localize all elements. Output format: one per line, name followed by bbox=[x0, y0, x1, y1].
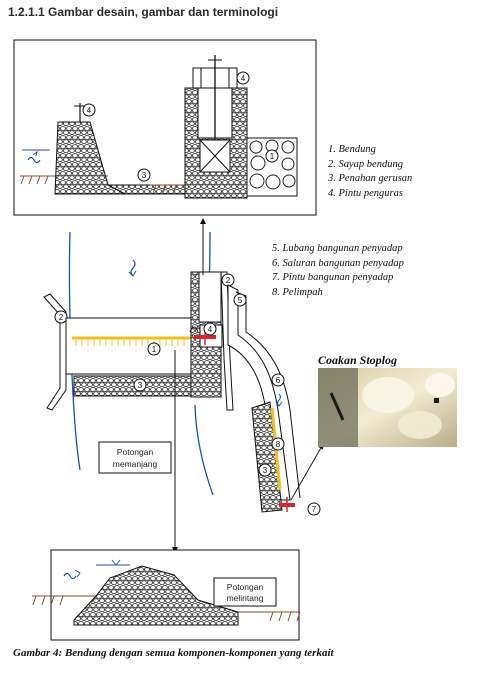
flow-direction-symbol bbox=[128, 259, 137, 277]
section-heading: 1.2.1.1 Gambar desain, gambar dan termin… bbox=[8, 5, 279, 19]
water-symbol-top bbox=[22, 149, 50, 164]
stoplog-photo bbox=[318, 368, 457, 447]
legend-components-top: 1. Bendung 2. Sayap bendung 3. Penahan g… bbox=[328, 143, 412, 201]
legend-item: 5. Lubang bangunan penyadap bbox=[272, 243, 403, 254]
legend-components-intake: 5. Lubang bangunan penyadap 6. Saluran b… bbox=[272, 242, 404, 300]
photo-title: Coakan Stoplog bbox=[318, 353, 398, 367]
marker-3-top: 3 bbox=[137, 168, 151, 182]
svg-text:2: 2 bbox=[59, 313, 64, 322]
legend-item: 4. Pintu penguras bbox=[328, 187, 403, 199]
water-symbol-cross bbox=[63, 559, 130, 580]
legend-item: 1. Bendung bbox=[328, 144, 376, 155]
svg-text:1: 1 bbox=[152, 345, 157, 354]
svg-text:Potongan: Potongan bbox=[117, 447, 154, 457]
wing-wall-right bbox=[220, 271, 234, 411]
intake-gate bbox=[279, 497, 295, 512]
weir-right-block bbox=[246, 137, 298, 197]
svg-text:7: 7 bbox=[312, 505, 317, 514]
svg-text:4: 4 bbox=[208, 325, 213, 334]
svg-text:3: 3 bbox=[142, 171, 147, 180]
svg-text:memanjang: memanjang bbox=[113, 459, 158, 469]
marker-4-plan: 4 bbox=[203, 322, 217, 336]
weir-cross-section bbox=[73, 565, 239, 626]
svg-text:Potongan: Potongan bbox=[227, 582, 264, 592]
svg-text:3: 3 bbox=[138, 381, 143, 390]
weir-crest-line bbox=[72, 336, 192, 346]
marker-1-top: 1 bbox=[265, 149, 279, 163]
legend-item: 2. Sayap bendung bbox=[328, 158, 403, 170]
svg-text:melintang: melintang bbox=[227, 593, 264, 603]
marker-5: 5 bbox=[233, 293, 247, 307]
legend-item: 7. Pintu bangunan penyadap bbox=[272, 272, 394, 283]
marker-6: 6 bbox=[271, 373, 285, 387]
svg-text:4: 4 bbox=[241, 74, 246, 83]
sluice-gate-tower bbox=[184, 55, 248, 199]
marker-8: 8 bbox=[271, 437, 285, 451]
marker-4-top-left: 4 bbox=[82, 103, 96, 117]
legend-item: 6. Saluran bangunan penyadap bbox=[272, 257, 404, 269]
svg-text:4: 4 bbox=[87, 106, 92, 115]
cross-section-label: Potongan melintang bbox=[213, 577, 277, 607]
legend-item: 3. Penahan gerusan bbox=[328, 173, 413, 184]
svg-text:3: 3 bbox=[263, 466, 268, 475]
marker-4-top-right: 4 bbox=[236, 71, 250, 85]
longitudinal-section-label: Potongan memanjang bbox=[98, 441, 172, 474]
marker-2-right: 2 bbox=[221, 273, 235, 287]
svg-text:6: 6 bbox=[276, 376, 281, 385]
marker-3-canal: 3 bbox=[258, 463, 272, 477]
cross-section-ground bbox=[32, 595, 301, 622]
marker-2-left: 2 bbox=[54, 310, 68, 324]
marker-3-plan: 3 bbox=[133, 378, 147, 392]
river-bank-right bbox=[194, 404, 214, 496]
svg-text:1: 1 bbox=[270, 152, 275, 161]
marker-7: 7 bbox=[307, 502, 321, 516]
figure-caption: Gambar 4: Bendung dengan semua komponen-… bbox=[13, 647, 334, 659]
weir-crest-plan bbox=[65, 317, 192, 375]
svg-text:8: 8 bbox=[276, 440, 281, 449]
svg-text:5: 5 bbox=[238, 296, 243, 305]
marker-1-plan: 1 bbox=[147, 342, 161, 356]
photo-pointer bbox=[290, 443, 324, 501]
legend-item: 8. Pelimpah bbox=[272, 286, 323, 298]
scour-protection-plan bbox=[73, 375, 193, 397]
svg-text:2: 2 bbox=[226, 276, 231, 285]
